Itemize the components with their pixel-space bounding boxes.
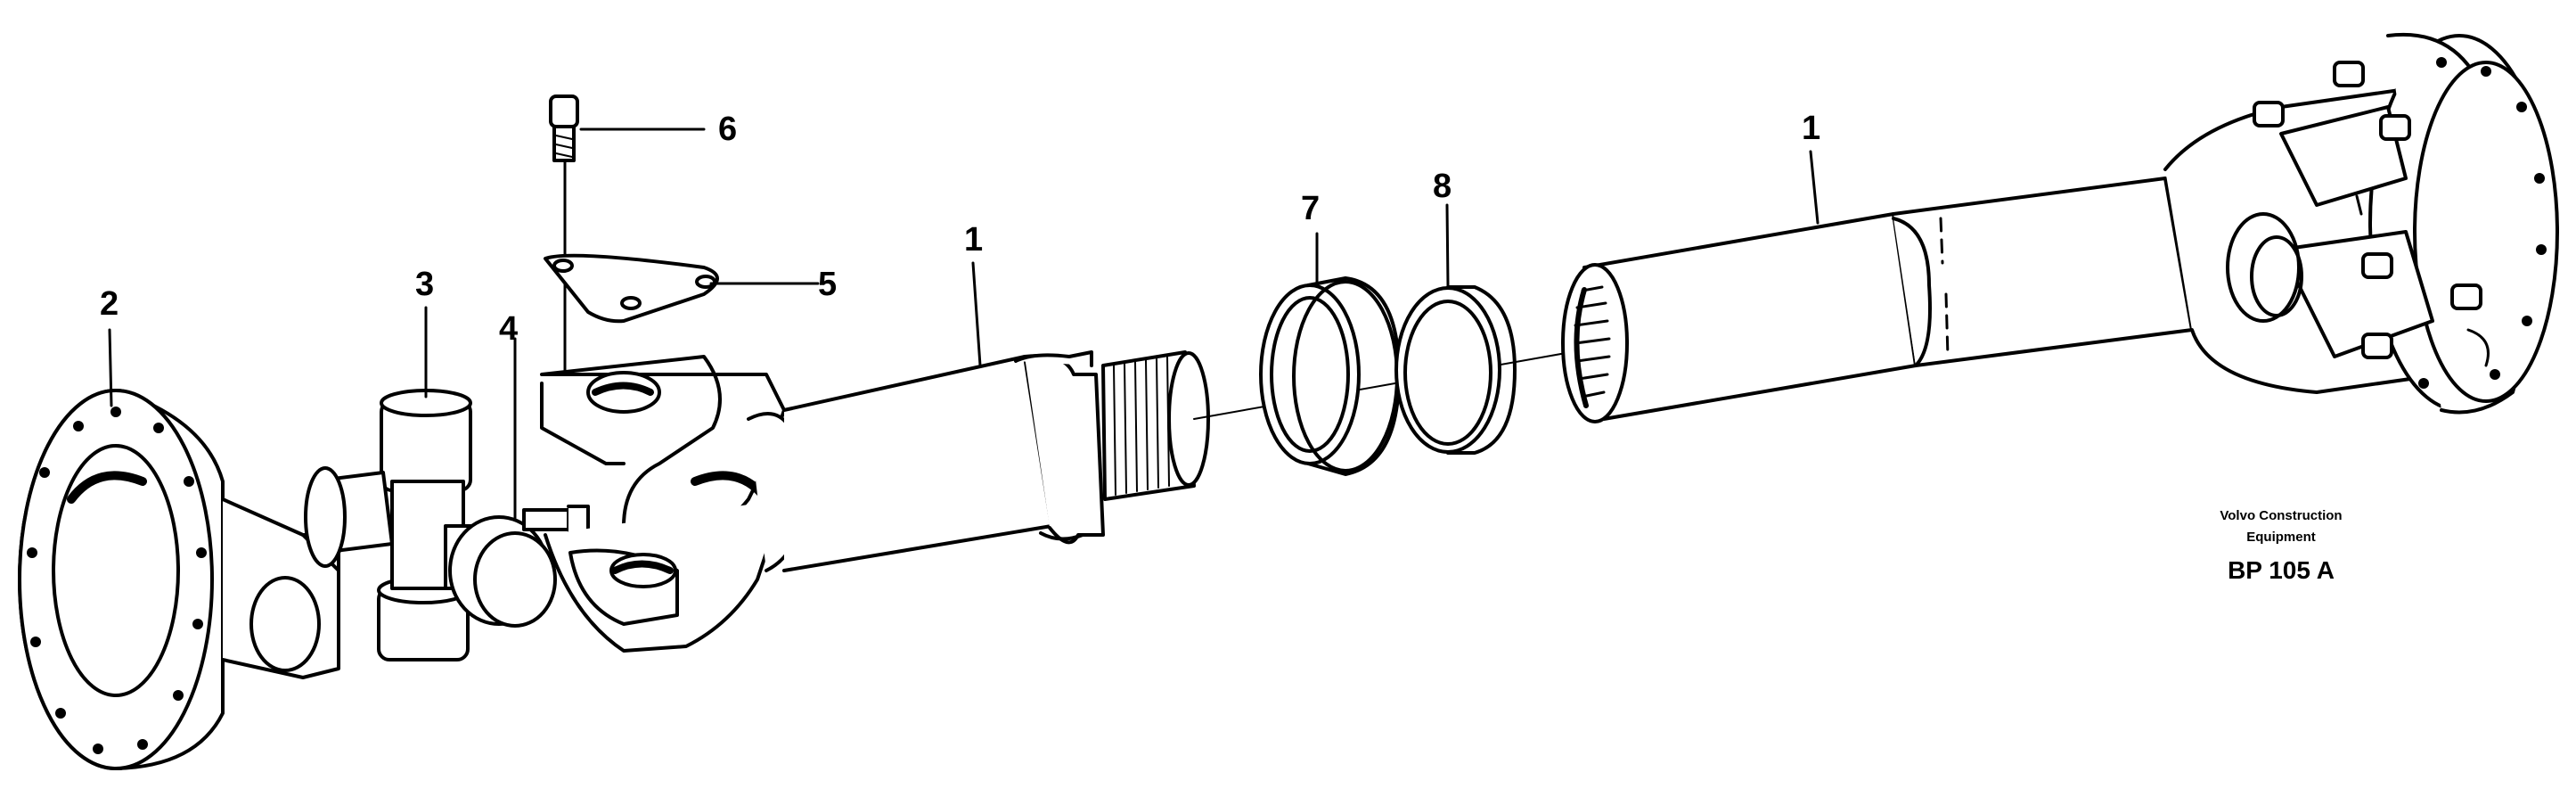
callout-5: 5 — [818, 266, 838, 303]
leader-lines — [108, 127, 1820, 514]
callout-1-left: 1 — [964, 221, 984, 259]
flange-yoke-right-part-1 — [2163, 32, 2559, 415]
caption-company-line2: Equipment — [2246, 530, 2316, 545]
callout-2: 2 — [100, 285, 119, 323]
sleeve-ring-part-7 — [1259, 276, 1401, 476]
spider-cross-part-3 — [304, 389, 557, 661]
shaft-tube-right-part-1 — [1561, 177, 2194, 423]
callout-3: 3 — [415, 266, 435, 303]
flange-yoke-part-2 — [18, 389, 340, 770]
callout-4: 4 — [499, 310, 519, 348]
shaft-yoke-left-part-1 — [540, 355, 804, 653]
lock-plate-part-5 — [544, 253, 719, 324]
callout-6: 6 — [718, 111, 738, 148]
bolt-part-6 — [549, 94, 579, 376]
shaft-tube-left-part-1 — [782, 350, 1210, 572]
seal-ring-part-8 — [1394, 285, 1517, 455]
caption-drawing-code: BP 105 A — [2228, 556, 2335, 584]
center-axis-line — [1193, 349, 1587, 420]
callout-7: 7 — [1301, 190, 1321, 227]
callout-8: 8 — [1433, 168, 1452, 205]
caption-company-line1: Volvo Construction — [2220, 508, 2343, 523]
callout-1-right: 1 — [1802, 110, 1821, 147]
